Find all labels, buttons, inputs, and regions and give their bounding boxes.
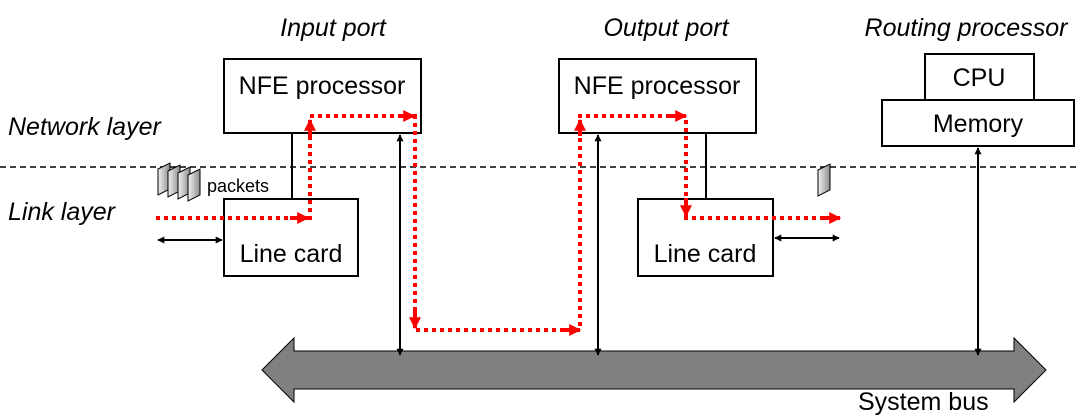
packet-path [156, 114, 838, 332]
memory-label: Memory [933, 110, 1024, 138]
system-bus-label: System bus [858, 388, 989, 416]
input-port-heading: Input port [280, 14, 387, 42]
input-nfe-label: NFE processor [239, 72, 406, 100]
outgoing-packet-icon [817, 163, 831, 197]
system-bus [261, 336, 1047, 404]
link-layer-label: Link layer [8, 198, 117, 226]
cpu-label: CPU [953, 64, 1006, 92]
input-nfe-processor-box [223, 58, 422, 134]
cpu-box [924, 53, 1035, 101]
output-nfe-processor-box [558, 58, 757, 134]
input-line-card-box [223, 198, 359, 277]
packets-label: packets [207, 176, 269, 196]
output-line-card-label: Line card [654, 240, 757, 268]
input-line-card-label: Line card [240, 240, 343, 268]
memory-box [881, 99, 1075, 147]
output-nfe-label: NFE processor [574, 72, 741, 100]
output-line-card-box [637, 198, 774, 277]
incoming-packets-icon [157, 162, 201, 202]
network-layer-label: Network layer [8, 113, 162, 141]
output-port-heading: Output port [603, 14, 729, 42]
routing-processor-heading: Routing processor [865, 14, 1070, 42]
